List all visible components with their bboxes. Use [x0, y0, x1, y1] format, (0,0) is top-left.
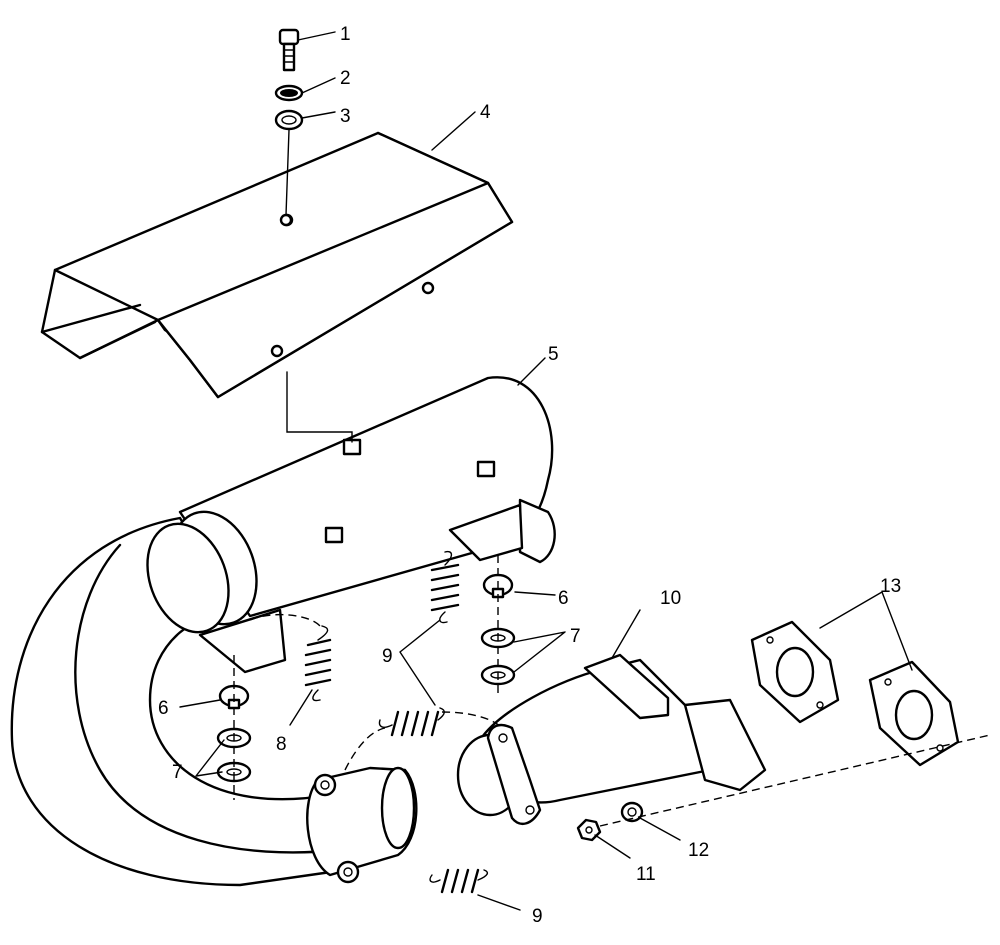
callout-7-left: 7 — [172, 762, 183, 783]
flat-washer — [274, 109, 304, 131]
heat-shield — [40, 131, 514, 399]
bolt-axis-line — [285, 129, 290, 216]
bolt — [278, 28, 300, 72]
spring-9-upper — [430, 550, 460, 624]
exhaust-pipe-bend — [10, 516, 347, 887]
callout-6-left: 6 — [158, 698, 169, 719]
lock-washer — [274, 84, 304, 102]
washer-12 — [620, 801, 644, 823]
callout-10: 10 — [660, 588, 681, 609]
nut — [576, 818, 602, 842]
callout-1: 1 — [340, 24, 351, 45]
callout-8: 8 — [276, 734, 287, 755]
gasket-right — [868, 660, 960, 767]
callout-13: 13 — [880, 576, 901, 597]
spring-8 — [249, 613, 332, 702]
muffler — [146, 376, 556, 674]
callout-2: 2 — [340, 68, 351, 89]
callout-11: 11 — [636, 864, 656, 885]
pipe-outlet-flange — [306, 766, 418, 884]
spring-9-lower — [429, 868, 489, 894]
callout-6-right: 6 — [558, 588, 569, 609]
shield-mount-line — [286, 371, 353, 443]
callout-12: 12 — [688, 840, 709, 861]
spring-9-middle — [344, 707, 501, 771]
callout-5: 5 — [548, 344, 559, 365]
gasket-left — [750, 620, 840, 724]
callout-7-right: 7 — [570, 626, 581, 647]
callout-9-middle: 9 — [382, 646, 393, 667]
callout-4: 4 — [480, 102, 491, 123]
exhaust-manifold — [456, 653, 767, 826]
callout-9-lower: 9 — [532, 906, 543, 927]
stud-axis — [599, 734, 991, 827]
leader-lines — [179, 31, 913, 911]
callout-3: 3 — [340, 106, 351, 127]
